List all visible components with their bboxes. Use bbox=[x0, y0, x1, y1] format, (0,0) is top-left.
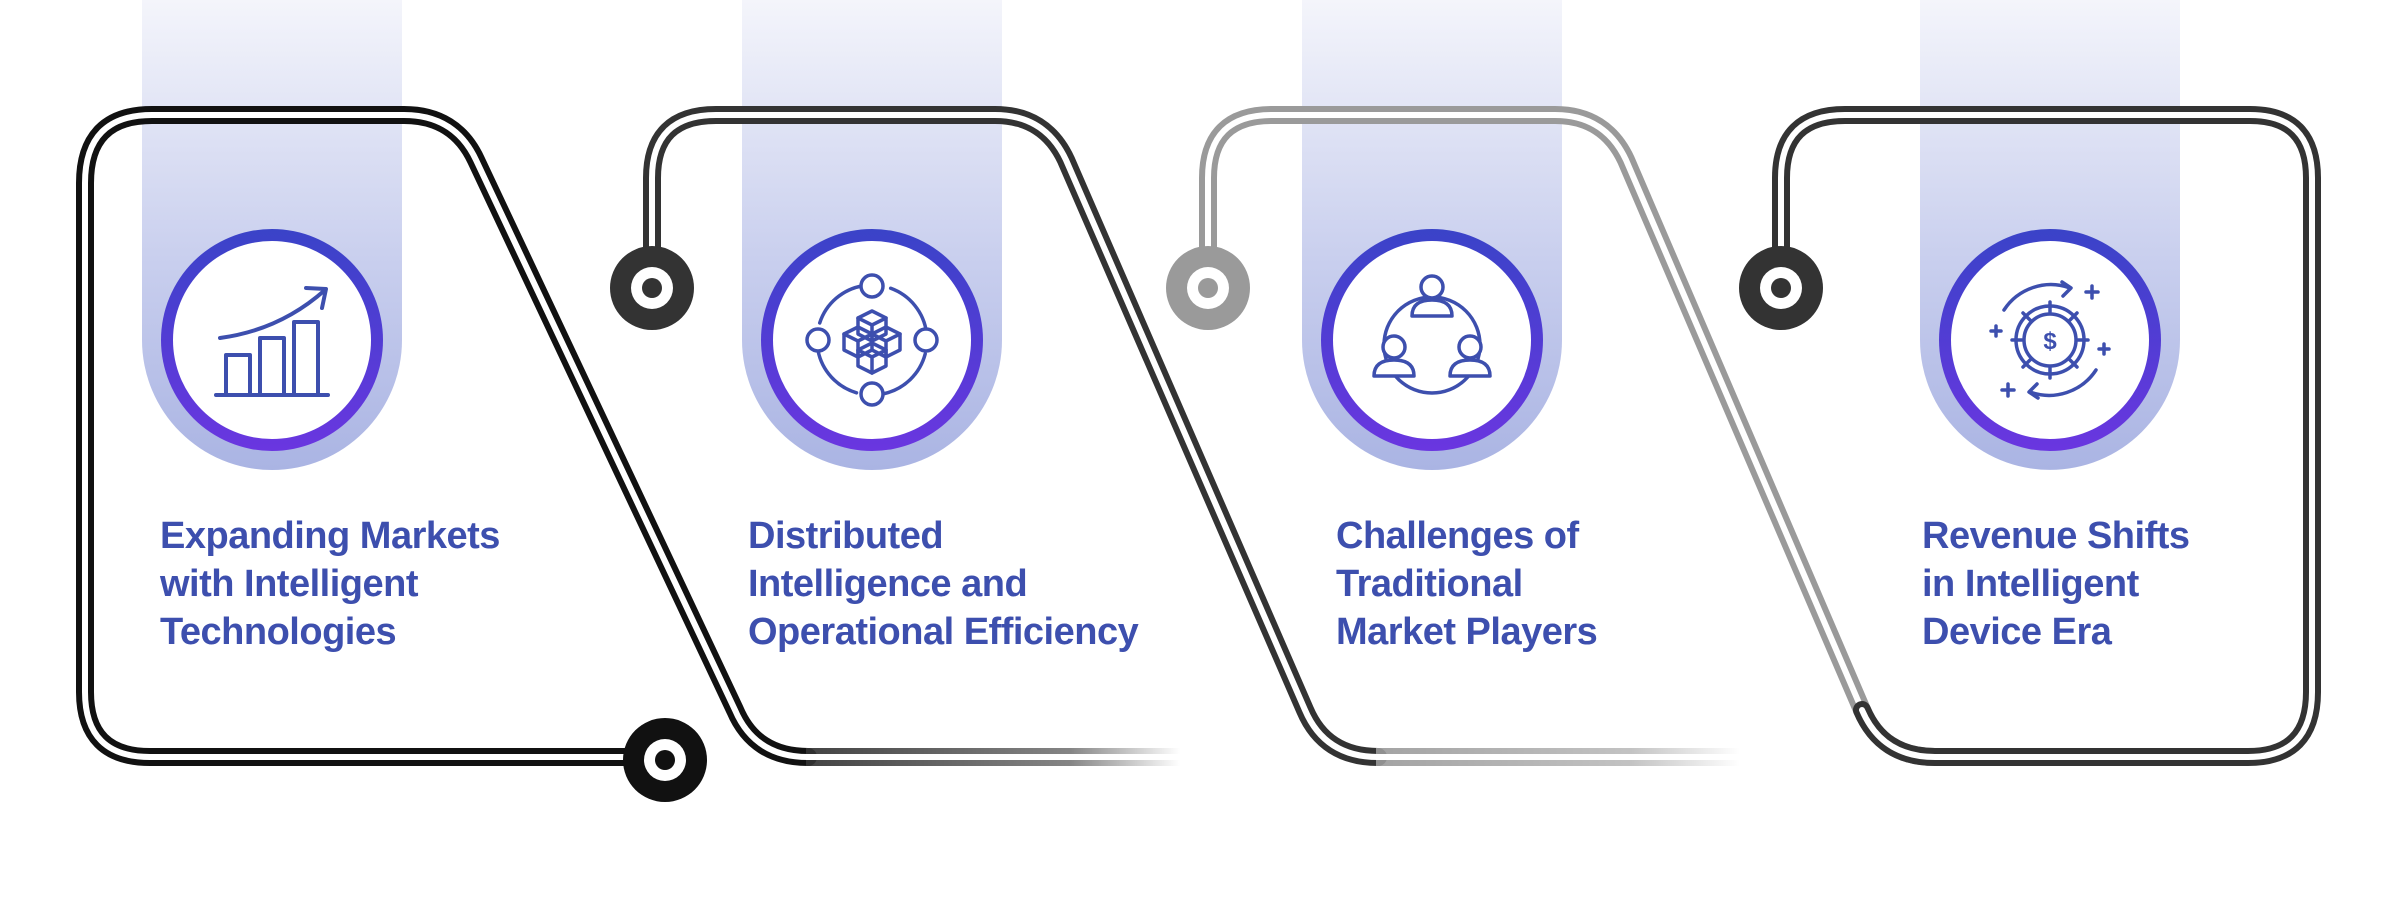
connector-node-3 bbox=[1166, 246, 1250, 330]
step-3-title-line-3: Market Players bbox=[1336, 611, 1598, 653]
step-3-title-line-2: Traditional bbox=[1336, 563, 1523, 605]
frame-1 bbox=[76, 106, 817, 766]
step-2-title-line-1: Distributed bbox=[748, 515, 944, 557]
step-1-title-line-2: with Intelligent bbox=[160, 563, 418, 605]
connector-node-4 bbox=[1739, 246, 1823, 330]
svg-text:$: $ bbox=[2043, 328, 2057, 355]
network-cubes-icon bbox=[805, 273, 939, 407]
step-2-title: Distributed Intelligence and Operational… bbox=[748, 512, 1139, 656]
step-4-title-line-1: Revenue Shifts bbox=[1922, 515, 2190, 557]
step-4-title-line-2: in Intelligent bbox=[1922, 563, 2139, 605]
step-1-title-line-1: Expanding Markets bbox=[160, 515, 500, 557]
connector-node-2 bbox=[610, 246, 694, 330]
connector-node-1 bbox=[623, 718, 707, 802]
step-3-title: Challenges of Traditional Market Players bbox=[1336, 512, 1598, 656]
frame-2 bbox=[643, 106, 1387, 766]
gear-dollar-cycle-icon: $ bbox=[1989, 280, 2111, 400]
icon-badge-1 bbox=[161, 229, 383, 451]
step-2-title-line-2: Intelligence and bbox=[748, 563, 1028, 605]
icon-badge-2 bbox=[761, 229, 983, 451]
step-2-title-line-3: Operational Efficiency bbox=[748, 611, 1139, 653]
step-1-title: Expanding Markets with Intelligent Techn… bbox=[160, 512, 500, 656]
step-4-title: Revenue Shifts in Intelligent Device Era bbox=[1922, 512, 2190, 656]
step-4-title-line-3: Device Era bbox=[1922, 611, 2112, 653]
icon-badge-4: $ bbox=[1939, 229, 2161, 451]
step-3-title-line-1: Challenges of bbox=[1336, 515, 1579, 557]
team-network-icon bbox=[1372, 274, 1492, 395]
step-1-title-line-3: Technologies bbox=[160, 611, 397, 653]
icon-badge-3 bbox=[1321, 229, 1543, 451]
frame-4 bbox=[1772, 106, 2321, 766]
growth-chart-icon bbox=[214, 286, 330, 397]
